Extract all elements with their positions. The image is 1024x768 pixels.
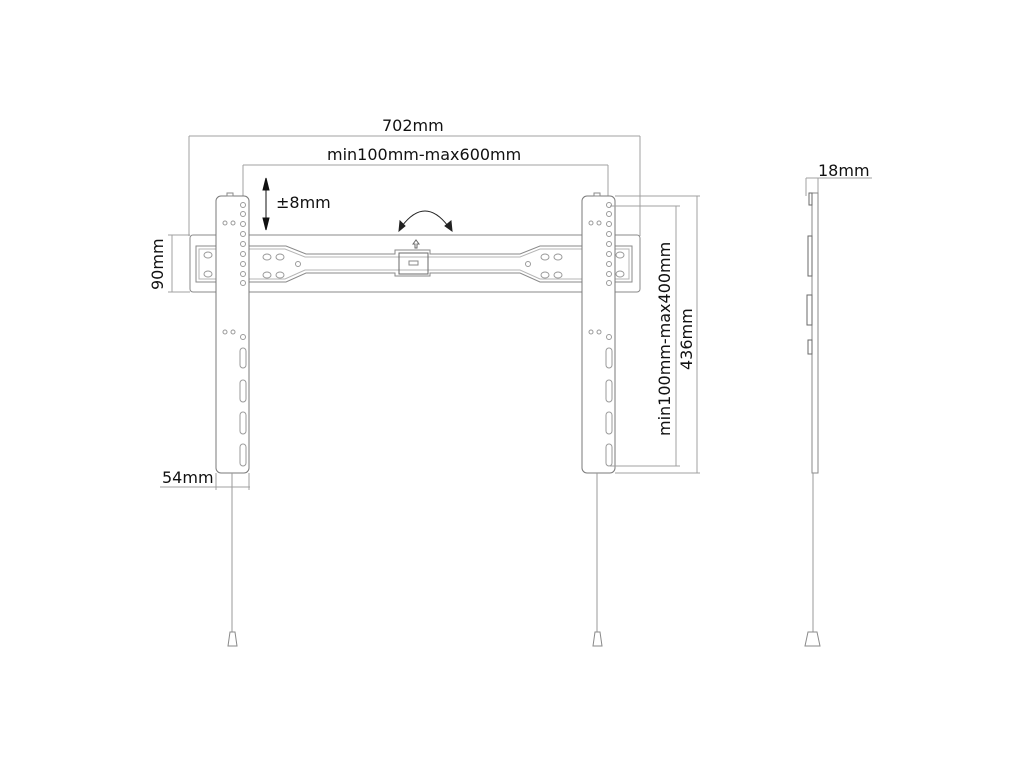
arm-width-dimension [160, 473, 250, 490]
wall-plate [189, 234, 641, 293]
vesa-height-label: min100mm-max400mm [655, 241, 674, 436]
vesa-height-dimension [610, 205, 680, 467]
depth-label: 18mm [818, 161, 870, 180]
plate-height-dimension [168, 234, 190, 293]
right-arm [581, 192, 616, 647]
left-arm [215, 192, 250, 647]
vertical-adjust-label: ±8mm [276, 193, 331, 212]
arm-height-dimension [615, 195, 700, 474]
arm-height-label: 436mm [677, 308, 696, 370]
arm-width-label: 54mm [162, 468, 214, 487]
overall-width-dimension [188, 135, 641, 236]
vesa-width-label: min100mm-max600mm [327, 145, 522, 164]
overall-width-label: 702mm [382, 116, 444, 135]
side-view [804, 177, 872, 647]
plate-height-label: 90mm [148, 238, 167, 290]
vertical-adjust-arrow-icon [262, 177, 270, 231]
rotation-arrow-icon [398, 210, 453, 233]
